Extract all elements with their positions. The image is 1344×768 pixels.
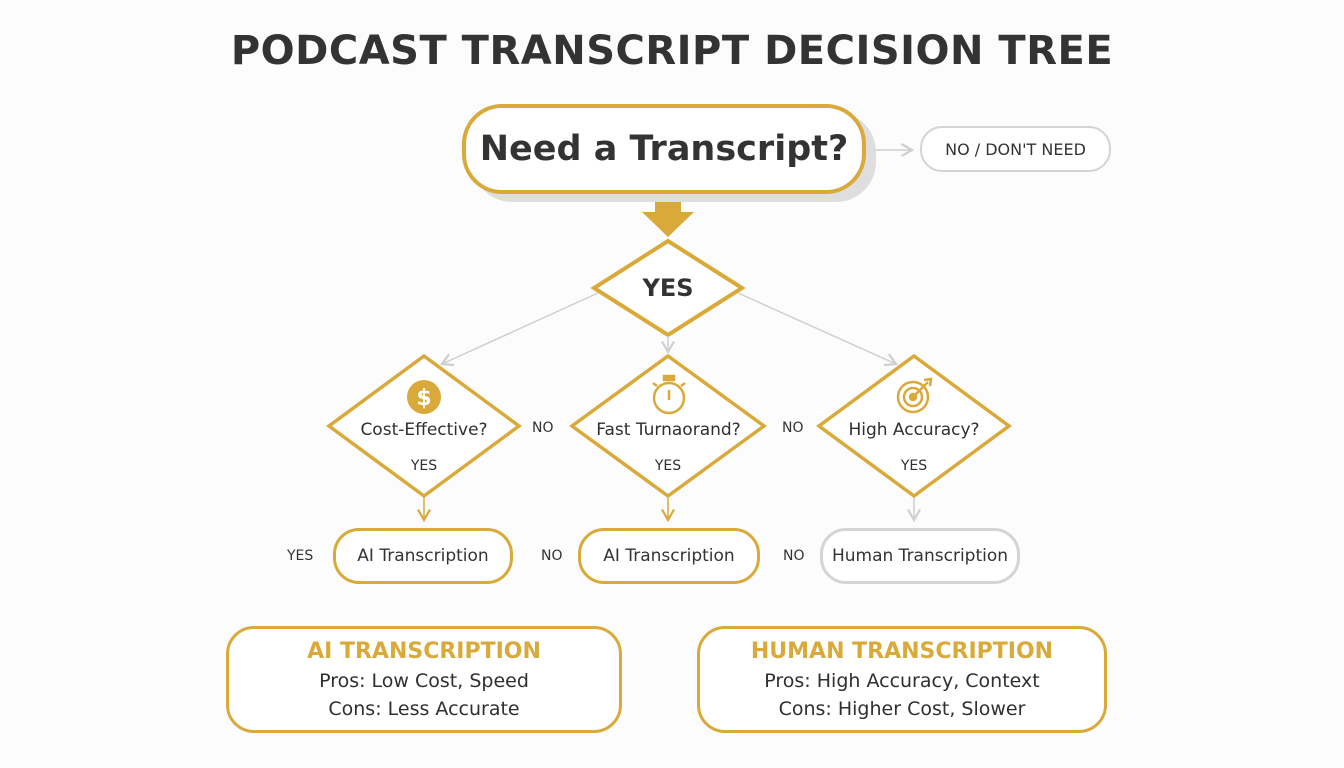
summary-cons: Cons: Higher Cost, Slower <box>778 698 1026 720</box>
no-label: NO <box>532 420 554 436</box>
result-ai-transcription[interactable]: AI Transcription <box>578 528 760 584</box>
question-high-accuracy: High Accuracy? <box>848 420 980 440</box>
dollar-icon: $ <box>407 380 441 414</box>
summary-title: HUMAN TRANSCRIPTION <box>750 639 1054 664</box>
result-side-label: NO <box>783 548 805 564</box>
yes-node-label: YES <box>642 274 694 302</box>
result-side-label: YES <box>287 548 314 564</box>
no-label: NO <box>782 420 804 436</box>
question-cost-effective: Cost-Effective? <box>360 420 488 440</box>
result-side-label: NO <box>541 548 563 564</box>
question-diamond-shape <box>816 353 1012 499</box>
summary-cons: Cons: Less Accurate <box>328 698 520 720</box>
down-arrow-icon <box>642 195 694 237</box>
connector-right <box>737 292 899 367</box>
page-title: PODCAST TRANSCRIPT DECISION TREE <box>230 28 1114 74</box>
yes-label: YES <box>900 458 928 474</box>
start-node-need-transcript[interactable]: Need a Transcript? <box>462 104 866 194</box>
result-human-transcription[interactable]: Human Transcription <box>820 528 1020 584</box>
yes-label: YES <box>654 458 682 474</box>
result-ai-transcription[interactable]: AI Transcription <box>333 528 513 584</box>
yes-label: YES <box>410 458 438 474</box>
summary-title: AI TRANSCRIPTION <box>307 639 541 664</box>
yes-diamond-shape <box>590 238 746 338</box>
no-dont-need-node[interactable]: NO / DON'T NEED <box>920 126 1111 172</box>
connector-left <box>439 292 599 367</box>
question-fast-turnaround: Fast Turnaorand? <box>596 420 741 440</box>
summary-human-transcription: HUMAN TRANSCRIPTION Pros: High Accuracy,… <box>697 626 1107 733</box>
svg-text:$: $ <box>416 386 431 411</box>
stopwatch-icon <box>652 374 686 415</box>
question-diamond-shape <box>569 353 767 499</box>
summary-pros: Pros: High Accuracy, Context <box>764 670 1040 692</box>
question-diamond-shape <box>326 353 522 499</box>
summary-pros: Pros: Low Cost, Speed <box>319 670 529 692</box>
summary-ai-transcription: AI TRANSCRIPTION Pros: Low Cost, Speed C… <box>226 626 622 733</box>
target-icon <box>896 377 933 414</box>
